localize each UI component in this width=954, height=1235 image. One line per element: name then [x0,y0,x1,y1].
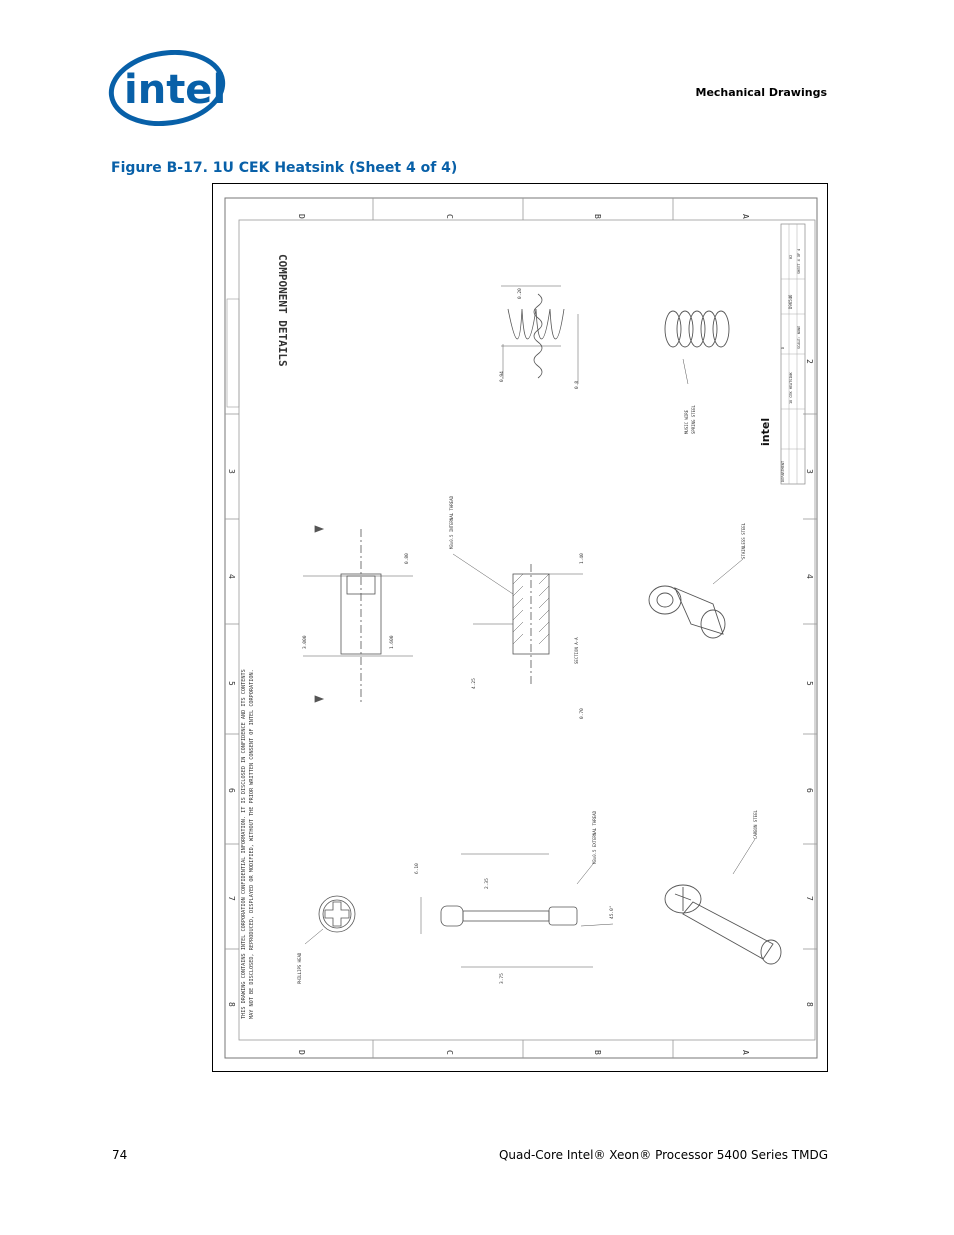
note: PHILLIPS HEAD [297,952,302,984]
screw-isometric [664,838,782,965]
sheet-title: COMPONENT DETAILS [276,254,289,367]
zone-number: 6 [227,788,236,793]
zone-letter: B [593,214,602,219]
dimension: 0.80 [404,553,410,564]
title-block-size: D [781,347,785,349]
dimension: 4.25 [471,678,477,689]
zone-number: 4 [227,574,236,579]
dimension: 0.94 [499,371,505,382]
title-block-department: DEPARTMENT [781,460,785,482]
standoff-section-view [452,553,583,684]
standoff-side-view [303,525,413,704]
note: M3x0.5 EXTERNAL THREAD [592,810,597,864]
confidentiality-line-2: MAY NOT BE DISCLOSED, REPRODUCED, DISPLA… [249,669,255,1019]
confidentiality-line-1: THIS DRAWING CONTAINS INTEL CORPORATION … [241,669,247,1019]
section-title: Mechanical Drawings [695,86,828,99]
zone-number: 3 [805,469,814,474]
note: M3x0.5 INTERNAL THREAD [449,495,454,549]
dimension: 3.000 [302,635,308,649]
note: MUSIC WIRE [684,409,689,434]
drawing-svg: D C B A D C B A 3 4 5 6 7 8 2 3 4 5 6 7 … [224,197,818,1059]
title-block: intel DEPARTMENT 1U CEK HEATSINK D96546 … [759,223,806,485]
zone-number: 3 [227,469,236,474]
mechanical-drawing: D C B A D C B A 3 4 5 6 7 8 2 3 4 5 6 7 … [212,183,828,1072]
screw-head-top-view [304,895,356,945]
dimension: 0.20 [517,288,523,299]
intel-logo: intel [108,49,226,127]
spring-side-view [501,285,579,384]
title-block-sheet: SHEET 4 OF 4 [797,249,801,274]
zone-letter: A [741,1050,750,1055]
zone-letter: D [297,214,306,219]
zone-number: 5 [227,681,236,686]
zone-number: 6 [805,788,814,793]
dimension: 0.8 [574,381,580,389]
zone-number: 8 [805,1002,814,1007]
zone-number: 2 [805,359,814,364]
dimension: 45.0° [609,905,615,919]
zone-number: 4 [805,574,814,579]
zone-number: 8 [227,1002,236,1007]
dimension: 2.35 [484,878,490,889]
dimension: 3.75 [499,973,505,984]
zone-number: 5 [805,681,814,686]
dimension: 6.10 [414,863,420,874]
note: STAINLESS STEEL [741,522,746,559]
logo-wordmark: intel [124,67,226,113]
title-block-title: 1U CEK HEATSINK [789,371,793,404]
figure-caption: Figure B-17. 1U CEK Heatsink (Sheet 4 of… [111,160,458,176]
page-number: 74 [112,1148,128,1162]
zone-letter: D [297,1050,306,1055]
note: SPRING STEEL [691,405,696,434]
document-title: Quad-Core Intel® Xeon® Processor 5400 Se… [498,1148,828,1162]
dimension: 1.600 [389,635,395,649]
note: CARBON STEEL [753,810,758,839]
dimension: 1.40 [579,553,585,564]
zone-letter: B [593,1050,602,1055]
title-block-logo: intel [759,418,772,446]
zone-letter: C [445,214,454,219]
dimension: 0.70 [579,708,585,719]
title-block-drawing-number: D96546 [788,294,793,309]
title-block-revision: 02 [789,255,793,259]
screw-side-view [420,853,614,968]
standoff-isometric [648,558,744,639]
spring-isometric [664,310,730,385]
title-block-scale: SCALE: NONE [797,326,801,349]
zone-letter: C [445,1050,454,1055]
zone-letter: A [741,214,750,219]
note: SECTION A-A [574,637,579,664]
zone-number: 7 [227,896,236,901]
zone-number: 7 [805,896,814,901]
